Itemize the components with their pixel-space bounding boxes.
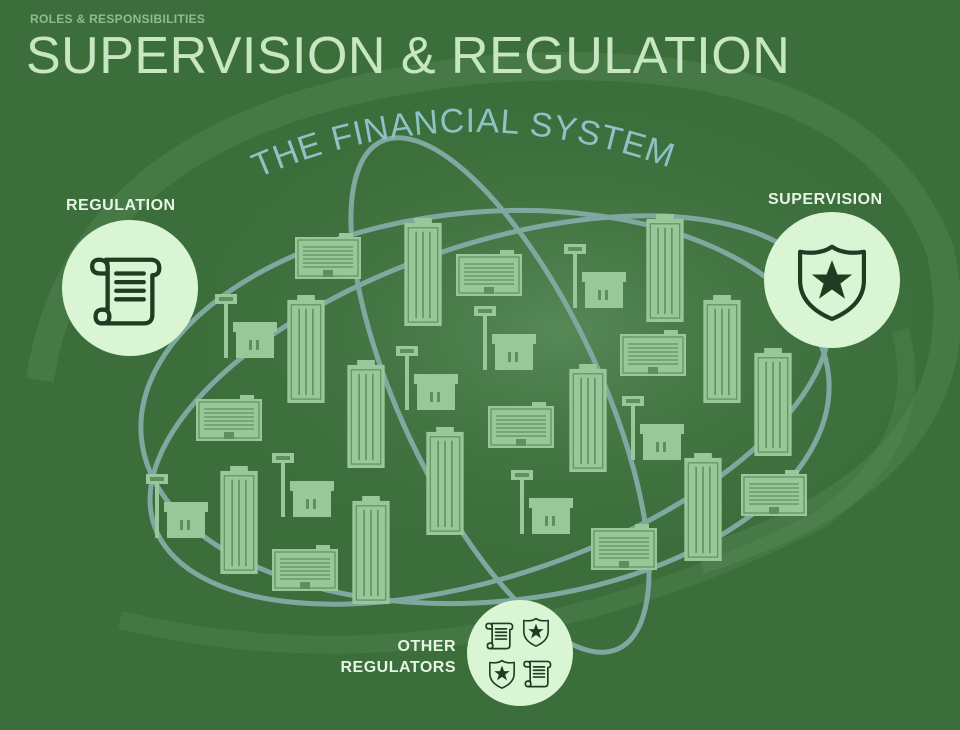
office-building-icon: [620, 330, 686, 376]
other-regulators-badge: [467, 600, 573, 706]
background-swirl: [26, 52, 960, 654]
regulation-badge: [62, 220, 198, 356]
office-building-icon: [272, 545, 338, 591]
skyscraper-icon: [287, 295, 325, 403]
skyscraper-icon: [684, 453, 722, 561]
skyscraper-icon: [754, 348, 792, 456]
skyscraper-icon: [220, 466, 258, 574]
regulation-label: REGULATION: [66, 197, 176, 214]
office-building-icon: [196, 395, 262, 441]
skyscraper-icon: [646, 214, 684, 322]
bank-branch-icon: [146, 474, 208, 538]
skyscraper-icon: [404, 218, 442, 326]
skyscraper-icon: [703, 295, 741, 403]
skyscraper-icon: [426, 427, 464, 535]
section-eyebrow: ROLES & RESPONSIBILITIES: [30, 12, 206, 26]
ring-vertical: [348, 135, 652, 655]
office-building-icon: [456, 250, 522, 296]
skyscraper-icon: [569, 364, 607, 472]
office-building-icon: [295, 233, 361, 279]
office-building-icon: [488, 402, 554, 448]
supervision-label: SUPERVISION: [768, 191, 883, 208]
page-title: SUPERVISION & REGULATION: [26, 27, 791, 85]
skyscraper-icon: [352, 496, 390, 604]
skyscraper-icon: [347, 360, 385, 468]
office-building-icon: [591, 524, 657, 570]
supervision-badge: [764, 212, 900, 348]
office-building-icon: [741, 470, 807, 516]
ring-wide: [138, 207, 832, 607]
